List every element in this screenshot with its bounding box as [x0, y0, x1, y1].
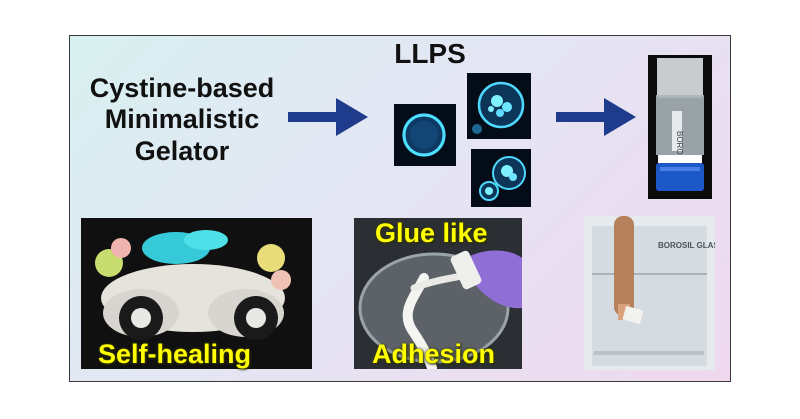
beaker-label: BOROSIL GLASS 250ml — [658, 241, 715, 250]
right-arrow-icon — [288, 98, 368, 136]
gelator-title: Cystine-based Minimalistic Gelator — [72, 73, 292, 167]
inverted-vial-photo: BOROSIL — [648, 55, 712, 199]
self-healing-caption: Self-healing — [98, 339, 252, 369]
title-line-2: Minimalistic — [104, 104, 260, 135]
llps-label: LLPS — [394, 38, 466, 69]
droplet-micrograph-cluster — [467, 73, 531, 139]
vial-label: BOROSIL — [675, 131, 684, 167]
droplet-micrograph-fusion — [471, 149, 531, 207]
droplet-micrograph-single — [394, 104, 456, 166]
title-line-1: Cystine-based — [89, 73, 275, 103]
self-healing-photo — [81, 218, 312, 369]
glue-like-caption: Glue like — [375, 218, 488, 248]
title-line-3: Gelator — [134, 135, 230, 166]
beaker-photo: BOROSIL GLASS 250ml — [584, 216, 715, 370]
right-arrow-icon — [556, 98, 636, 136]
adhesion-caption: Adhesion — [372, 339, 496, 369]
adhesion-photo — [354, 218, 522, 369]
